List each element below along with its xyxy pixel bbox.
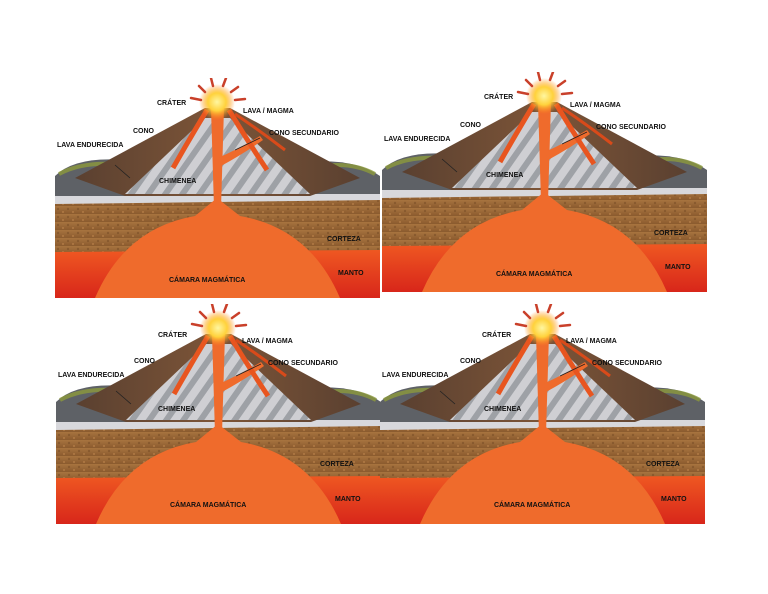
volcano-illustration <box>382 72 707 292</box>
label-manto: MANTO <box>661 496 687 503</box>
label-chimenea: CHIMENEA <box>159 178 197 185</box>
label-lava-magma: LAVA / MAGMA <box>566 338 617 345</box>
label-corteza: CORTEZA <box>654 230 688 237</box>
label-manto: MANTO <box>665 264 691 271</box>
label-camara-magmatica: CÁMARA MAGMÁTICA <box>169 277 246 284</box>
label-cono-secundario: CONO SECUNDARIO <box>268 360 339 367</box>
label-chimenea: CHIMENEA <box>486 172 524 179</box>
label-corteza: CORTEZA <box>327 236 361 243</box>
label-lava-endurecida: LAVA ENDURECIDA <box>382 372 449 379</box>
volcano-illustration <box>56 304 381 524</box>
label-crater: CRÁTER <box>157 100 187 107</box>
label-lava-endurecida: LAVA ENDURECIDA <box>58 372 125 379</box>
volcano-diagram-4: CRÁTER LAVA / MAGMA CONO CONO SECUNDARIO… <box>380 304 705 524</box>
label-cono: CONO <box>133 128 154 135</box>
volcano-diagram-1: CRÁTER LAVA / MAGMA CONO CONO SECUNDARIO… <box>55 78 380 298</box>
label-crater: CRÁTER <box>158 332 188 339</box>
volcano-illustration <box>380 304 705 524</box>
label-manto: MANTO <box>335 496 361 503</box>
label-lava-magma: LAVA / MAGMA <box>570 102 621 109</box>
volcano-diagram-2: CRÁTER LAVA / MAGMA CONO CONO SECUNDARIO… <box>382 72 707 292</box>
label-cono: CONO <box>460 122 481 129</box>
label-cono-secundario: CONO SECUNDARIO <box>269 130 340 137</box>
label-manto: MANTO <box>338 270 364 277</box>
label-lava-magma: LAVA / MAGMA <box>242 338 293 345</box>
label-lava-endurecida: LAVA ENDURECIDA <box>57 142 124 149</box>
label-cono: CONO <box>134 358 155 365</box>
label-crater: CRÁTER <box>482 332 512 339</box>
label-camara-magmatica: CÁMARA MAGMÁTICA <box>494 502 571 509</box>
label-cono-secundario: CONO SECUNDARIO <box>596 124 667 131</box>
volcano-diagram-3: CRÁTER LAVA / MAGMA CONO CONO SECUNDARIO… <box>56 304 381 524</box>
label-corteza: CORTEZA <box>320 461 354 468</box>
volcano-illustration <box>55 78 380 298</box>
label-camara-magmatica: CÁMARA MAGMÁTICA <box>170 502 247 509</box>
label-chimenea: CHIMENEA <box>484 406 522 413</box>
label-camara-magmatica: CÁMARA MAGMÁTICA <box>496 271 573 278</box>
label-lava-magma: LAVA / MAGMA <box>243 108 294 115</box>
label-corteza: CORTEZA <box>646 461 680 468</box>
label-lava-endurecida: LAVA ENDURECIDA <box>384 136 451 143</box>
label-cono-secundario: CONO SECUNDARIO <box>592 360 663 367</box>
label-crater: CRÁTER <box>484 94 514 101</box>
label-chimenea: CHIMENEA <box>158 406 196 413</box>
label-cono: CONO <box>460 358 481 365</box>
